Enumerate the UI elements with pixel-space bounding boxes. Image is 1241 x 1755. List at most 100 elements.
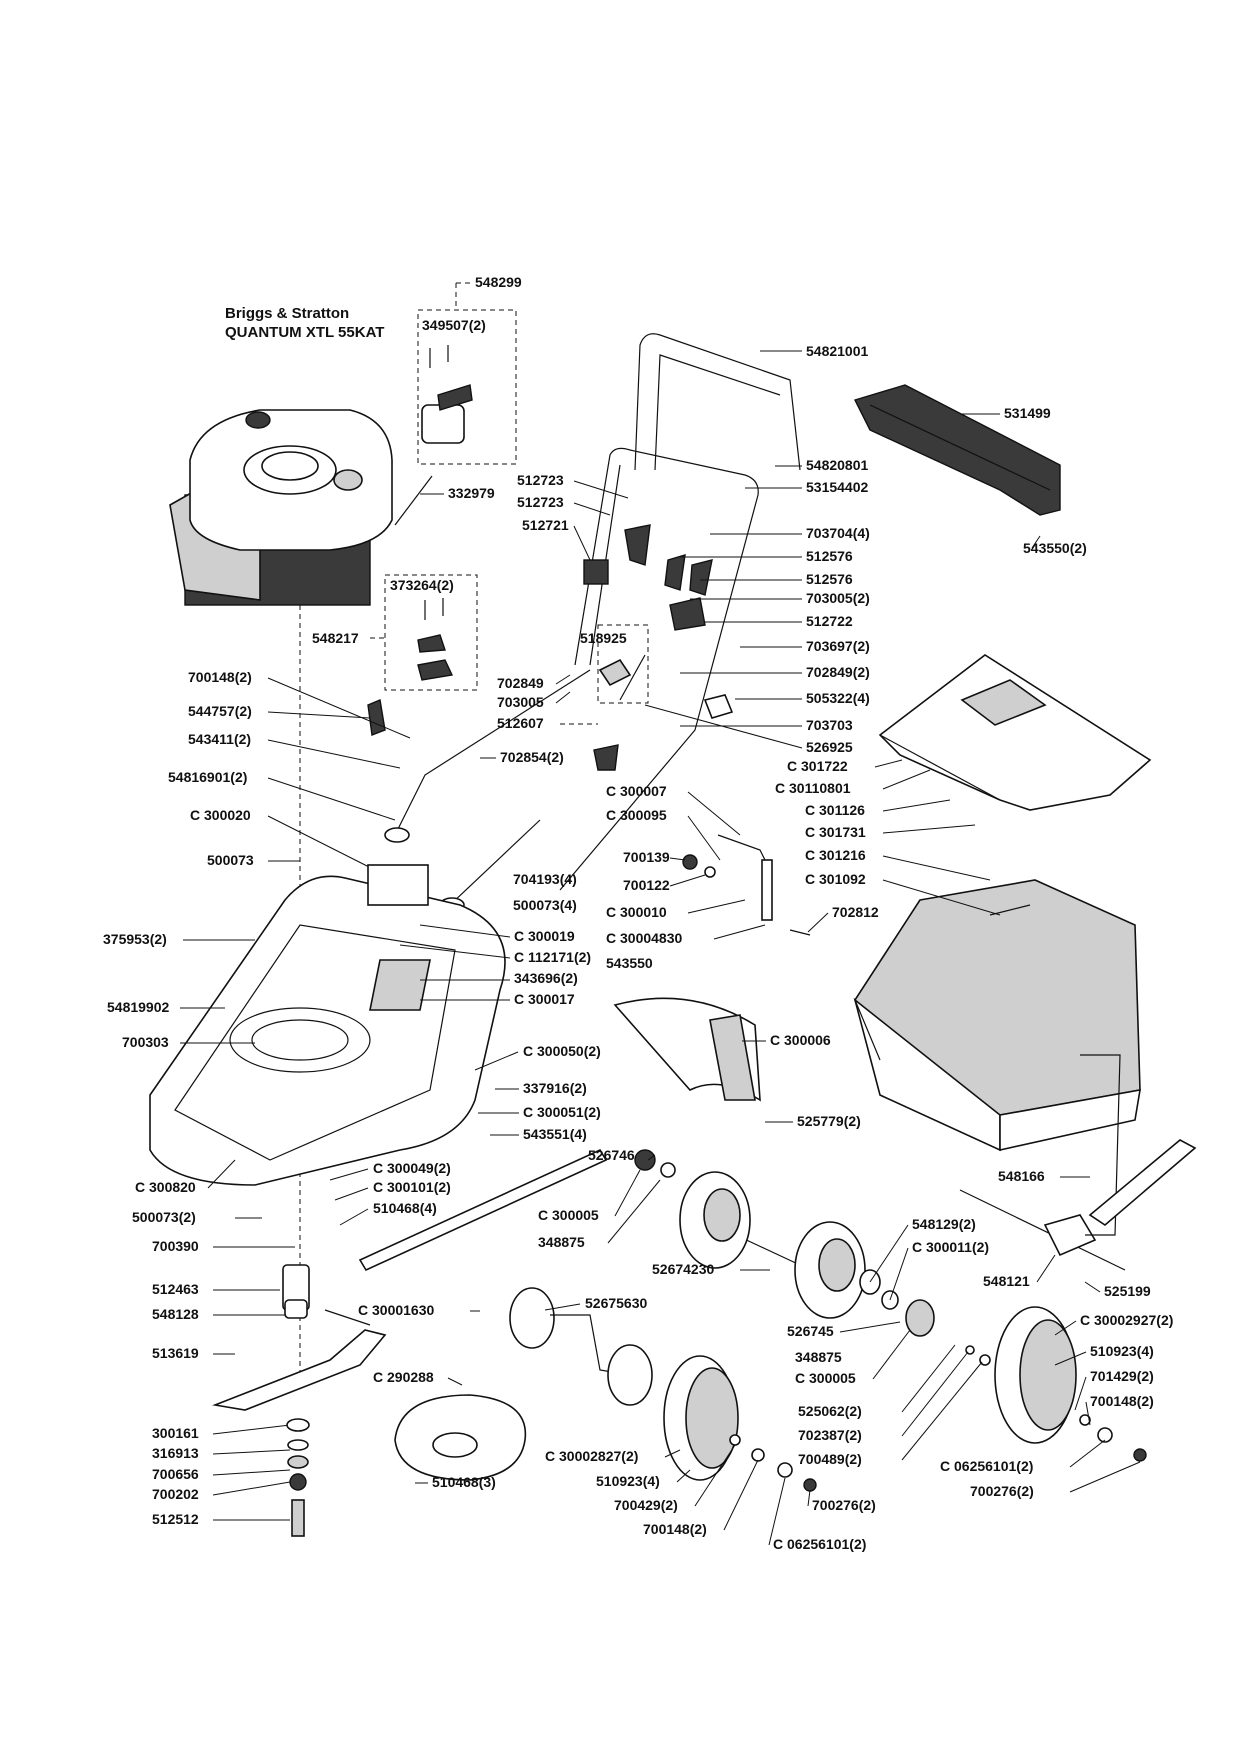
label-700148-r: 700148(2) (1090, 1393, 1154, 1409)
label-548121: 548121 (983, 1273, 1030, 1289)
label-518925: 518925 (580, 630, 627, 646)
label-C112171: C 112171(2) (514, 949, 591, 965)
engine-brand: Briggs & Stratton (225, 305, 349, 322)
label-C301731: C 301731 (805, 824, 866, 840)
rear-wheel-drawing (965, 1306, 1147, 1462)
label-C301092: C 301092 (805, 871, 866, 887)
label-702854: 702854(2) (500, 749, 564, 765)
bracket-group-box (384, 574, 478, 691)
label-700489: 700489(2) (798, 1451, 862, 1467)
label-500073-b: 500073(4) (513, 897, 577, 913)
label-703005-l: 703005 (497, 694, 544, 710)
label-700139: 700139 (623, 849, 670, 865)
front-axle-drawing (509, 1287, 653, 1406)
mulch-plate-drawing (394, 1394, 527, 1481)
label-512607: 512607 (497, 715, 544, 731)
label-C300049: C 300049(2) (373, 1160, 451, 1176)
mower-deck-drawing (149, 864, 506, 1186)
label-C30002827: C 30002827(2) (545, 1448, 638, 1464)
label-704193: 704193(4) (513, 871, 577, 887)
label-512576-b: 512576 (806, 571, 853, 587)
label-700276-r: 700276(2) (970, 1483, 1034, 1499)
label-C30001630: C 30001630 (358, 1302, 435, 1318)
label-C300017: C 300017 (514, 991, 575, 1007)
label-C300011: C 300011(2) (912, 1239, 989, 1255)
label-526925: 526925 (806, 739, 853, 755)
label-510468-b: 510468(3) (432, 1474, 496, 1490)
label-512723-a: 512723 (517, 472, 564, 488)
label-702849-l: 702849 (497, 675, 544, 691)
label-525062: 525062(2) (798, 1403, 862, 1419)
label-343696: 343696(2) (514, 970, 578, 986)
label-C301126: C 301126 (805, 802, 865, 818)
label-505322: 505322(4) (806, 690, 870, 706)
label-701429: 701429(2) (1090, 1368, 1154, 1384)
label-54821001: 54821001 (806, 343, 869, 359)
throttle-group-box (417, 309, 517, 465)
label-C300005-b: C 300005 (795, 1370, 856, 1386)
label-500073: 500073 (207, 852, 254, 868)
label-510923-l: 510923(4) (596, 1473, 660, 1489)
label-703697: 703697(2) (806, 638, 870, 654)
label-C300051: C 300051(2) (523, 1104, 601, 1120)
label-700303: 700303 (122, 1034, 169, 1050)
label-53154402: 53154402 (806, 479, 869, 495)
label-349507: 349507(2) (422, 317, 486, 333)
label-525199: 525199 (1104, 1283, 1151, 1299)
label-C300020: C 300020 (190, 807, 251, 823)
blade-hardware-drawing (286, 1418, 310, 1537)
label-700656: 700656 (152, 1466, 199, 1482)
label-526746: 526746 (588, 1147, 635, 1163)
label-543551: 543551(4) (523, 1126, 587, 1142)
label-C300007: C 300007 (606, 783, 667, 799)
label-702812: 702812 (832, 904, 879, 920)
label-332979: 332979 (448, 485, 495, 501)
grass-bag-drawing (853, 879, 1141, 1152)
label-C300050: C 300050(2) (523, 1043, 601, 1059)
label-548299: 548299 (475, 274, 522, 290)
label-512576-a: 512576 (806, 548, 853, 564)
label-548129: 548129(2) (912, 1216, 976, 1232)
rear-drive-wheel-hub-drawing (679, 1171, 866, 1319)
label-512721: 512721 (522, 517, 569, 533)
cable-clip-drawing (598, 654, 646, 701)
label-703703: 703703 (806, 717, 853, 733)
label-512723-b: 512723 (517, 494, 564, 510)
label-703704: 703704(4) (806, 525, 870, 541)
label-510923-r: 510923(4) (1090, 1343, 1154, 1359)
label-525779: 525779(2) (797, 1113, 861, 1129)
label-548128: 548128 (152, 1306, 199, 1322)
label-C30110801: C 30110801 (775, 780, 851, 796)
label-531499: 531499 (1004, 405, 1051, 421)
label-C300006: C 300006 (770, 1032, 831, 1048)
label-C06256101-r: C 06256101(2) (940, 1458, 1033, 1474)
front-wheel-drawing (663, 1355, 817, 1492)
label-700202: 700202 (152, 1486, 199, 1502)
label-513619: 513619 (152, 1345, 199, 1361)
label-52674230: 52674230 (652, 1261, 715, 1277)
label-C300101: C 300101(2) (373, 1179, 451, 1195)
label-C06256101-l: C 06256101(2) (773, 1536, 866, 1552)
label-543550-c: 543550 (606, 955, 653, 971)
cable-group-box (597, 624, 649, 704)
bracket-drawing (417, 598, 454, 681)
label-316913: 316913 (152, 1445, 199, 1461)
grip-cover-drawing (854, 384, 1061, 516)
label-373264: 373264(2) (390, 577, 454, 593)
label-512512: 512512 (152, 1511, 199, 1527)
label-348875-b: 348875 (795, 1349, 842, 1365)
label-C30002927: C 30002927(2) (1080, 1312, 1173, 1328)
grass-bag-lid-drawing (878, 654, 1152, 811)
label-702849-r: 702849(2) (806, 664, 870, 680)
label-548166: 548166 (998, 1168, 1045, 1184)
label-702387: 702387(2) (798, 1427, 862, 1443)
label-54816901: 54816901(2) (168, 769, 247, 785)
label-510468-a: 510468(4) (373, 1200, 437, 1216)
label-C300010: C 300010 (606, 904, 667, 920)
label-C300019: C 300019 (514, 928, 575, 944)
latch-spring-drawing (682, 834, 811, 936)
label-52675630: 52675630 (585, 1295, 648, 1311)
label-700390: 700390 (152, 1238, 199, 1254)
label-700122: 700122 (623, 877, 670, 893)
